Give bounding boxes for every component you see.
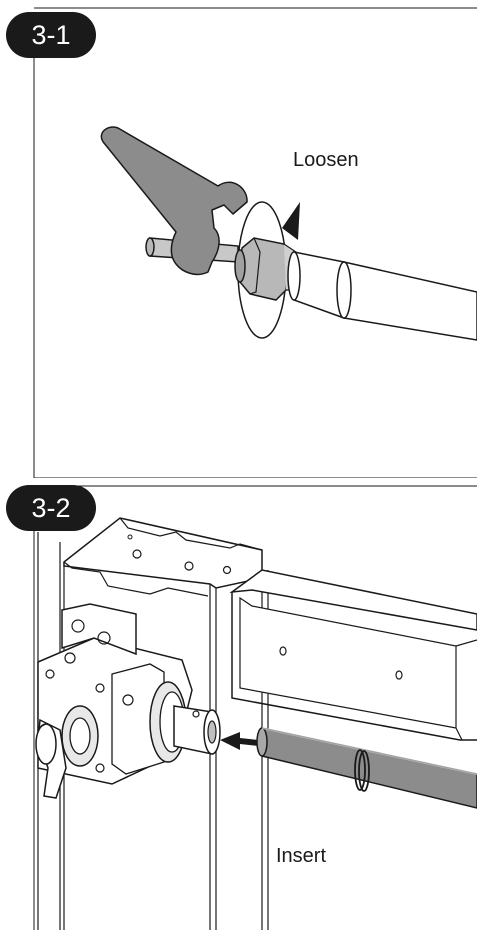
step-panel-3-2: 3-2 Insert — [0, 478, 477, 930]
hex-nut — [234, 237, 297, 301]
loosen-caption: Loosen — [293, 149, 359, 171]
step-badge: 3-2 — [6, 485, 96, 531]
rod — [256, 727, 477, 809]
gear-box — [37, 603, 193, 785]
step-3-2-illustration — [33, 485, 477, 930]
pipe — [287, 251, 477, 341]
shaft-coupling — [173, 705, 221, 755]
top-bracket — [63, 517, 263, 597]
step-panel-3-1: 3-1 Loosen — [6, 7, 477, 478]
insert-caption: Insert — [276, 845, 327, 867]
rail-beam — [229, 569, 477, 741]
step-3-1-illustration — [33, 7, 477, 478]
insert-arrow-icon — [220, 732, 258, 750]
step-badge: 3-1 — [6, 12, 96, 58]
wrench-icon — [100, 126, 248, 276]
crank-handle — [35, 718, 67, 799]
